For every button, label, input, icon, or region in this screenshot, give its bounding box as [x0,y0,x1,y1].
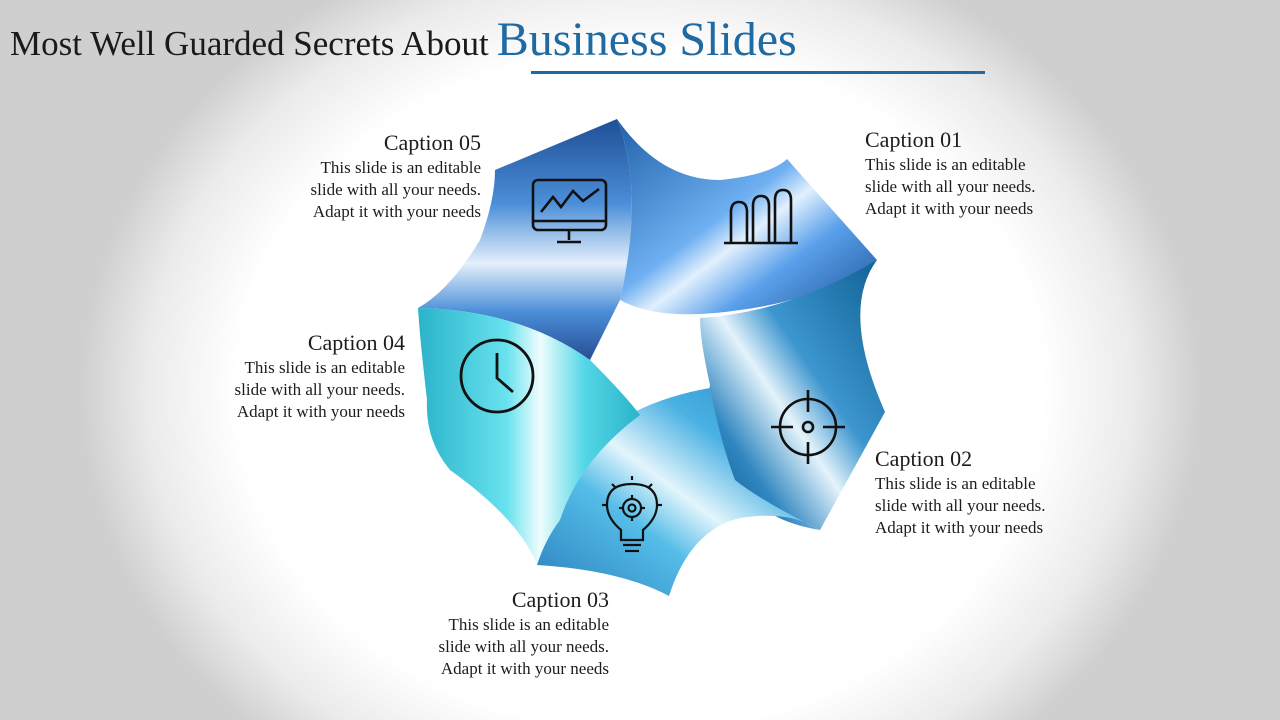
caption-04-line3: Adapt it with your needs [236,402,405,421]
caption-05-heading: Caption 05 [383,130,481,155]
caption-02-line3: Adapt it with your needs [875,518,1044,537]
caption-03-heading: Caption 03 [511,587,609,612]
lightbulb-gear-icon [602,476,662,553]
caption-02: Caption 02 This slide is an editable sli… [875,445,1135,539]
caption-02-line1: This slide is an editable [875,474,1036,493]
clock-icon [459,338,535,414]
title-highlight: Business Slides [496,13,797,66]
caption-03-line2: slide with all your needs. [438,637,609,656]
caption-03: Caption 03 This slide is an editable sli… [349,586,609,680]
title-underline [531,71,985,74]
caption-04-line2: slide with all your needs. [234,380,405,399]
caption-04: Caption 04 This slide is an editable sli… [145,329,405,423]
caption-01-line1: This slide is an editable [865,155,1026,174]
caption-01: Caption 01 This slide is an editable sli… [865,126,1125,220]
caption-02-heading: Caption 02 [875,446,973,471]
caption-04-heading: Caption 04 [307,330,405,355]
caption-01-line2: slide with all your needs. [865,177,1036,196]
target-icon [771,390,845,464]
caption-01-heading: Caption 01 [865,127,963,152]
caption-05-line2: slide with all your needs. [310,180,481,199]
segment-02 [700,260,885,530]
caption-02-line2: slide with all your needs. [875,496,1046,515]
caption-05-line3: Adapt it with your needs [312,202,481,221]
caption-03-line1: This slide is an editable [448,615,609,634]
title-prefix: Most Well Guarded Secrets About [10,24,489,63]
caption-03-line3: Adapt it with your needs [440,659,609,678]
caption-01-line3: Adapt it with your needs [865,199,1034,218]
caption-05-line1: This slide is an editable [320,158,481,177]
segment-04 [418,308,640,565]
caption-05: Caption 05 This slide is an editable sli… [221,129,481,223]
caption-04-line1: This slide is an editable [244,358,405,377]
bar-chart-icon [724,188,798,245]
monitor-chart-icon [531,178,608,244]
